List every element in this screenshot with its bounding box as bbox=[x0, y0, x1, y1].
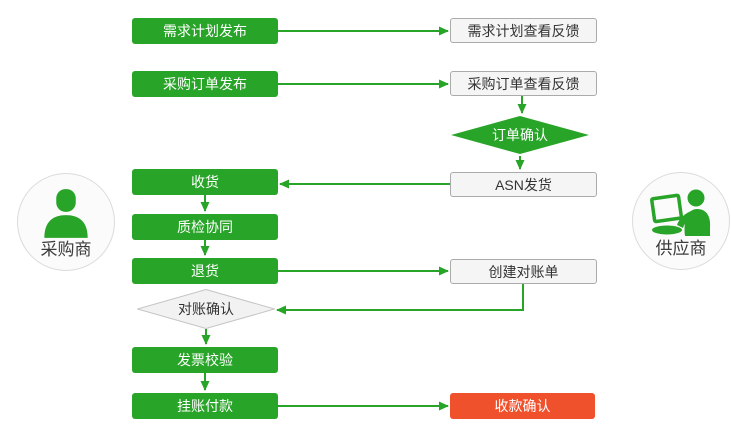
node-demand-plan-publish: 需求计划发布 bbox=[132, 18, 278, 44]
node-book-payment: 挂账付款 bbox=[132, 393, 278, 419]
person-laptop-icon bbox=[650, 189, 711, 236]
node-reconcile-confirm-label: 对账确认 bbox=[178, 301, 234, 317]
person-icon bbox=[44, 189, 88, 238]
actor-supplier-label: 供应商 bbox=[655, 239, 707, 258]
node-receipt-confirm: 收款确认 bbox=[450, 393, 595, 419]
node-reconcile-confirm: 对账确认 bbox=[137, 289, 275, 329]
node-po-feedback: 采购订单查看反馈 bbox=[450, 71, 597, 96]
diamond-shape-neutral bbox=[137, 289, 275, 329]
node-receive-goods: 收货 bbox=[132, 169, 278, 195]
actor-buyer: 采购商 bbox=[17, 173, 115, 271]
node-create-statement: 创建对账单 bbox=[450, 259, 597, 284]
actor-supplier: 供应商 bbox=[632, 172, 730, 270]
node-asn-ship: ASN发货 bbox=[450, 172, 597, 197]
node-return-goods: 退货 bbox=[132, 258, 278, 284]
node-demand-plan-feedback: 需求计划查看反馈 bbox=[450, 18, 597, 43]
node-po-publish: 采购订单发布 bbox=[132, 71, 278, 97]
diamond-shape-green bbox=[451, 116, 589, 154]
node-order-confirm-label: 订单确认 bbox=[492, 127, 548, 143]
actor-buyer-label: 采购商 bbox=[40, 240, 92, 259]
node-order-confirm: 订单确认 bbox=[451, 116, 589, 154]
node-invoice-verify: 发票校验 bbox=[132, 347, 278, 373]
node-quality-check: 质检协同 bbox=[132, 214, 278, 240]
